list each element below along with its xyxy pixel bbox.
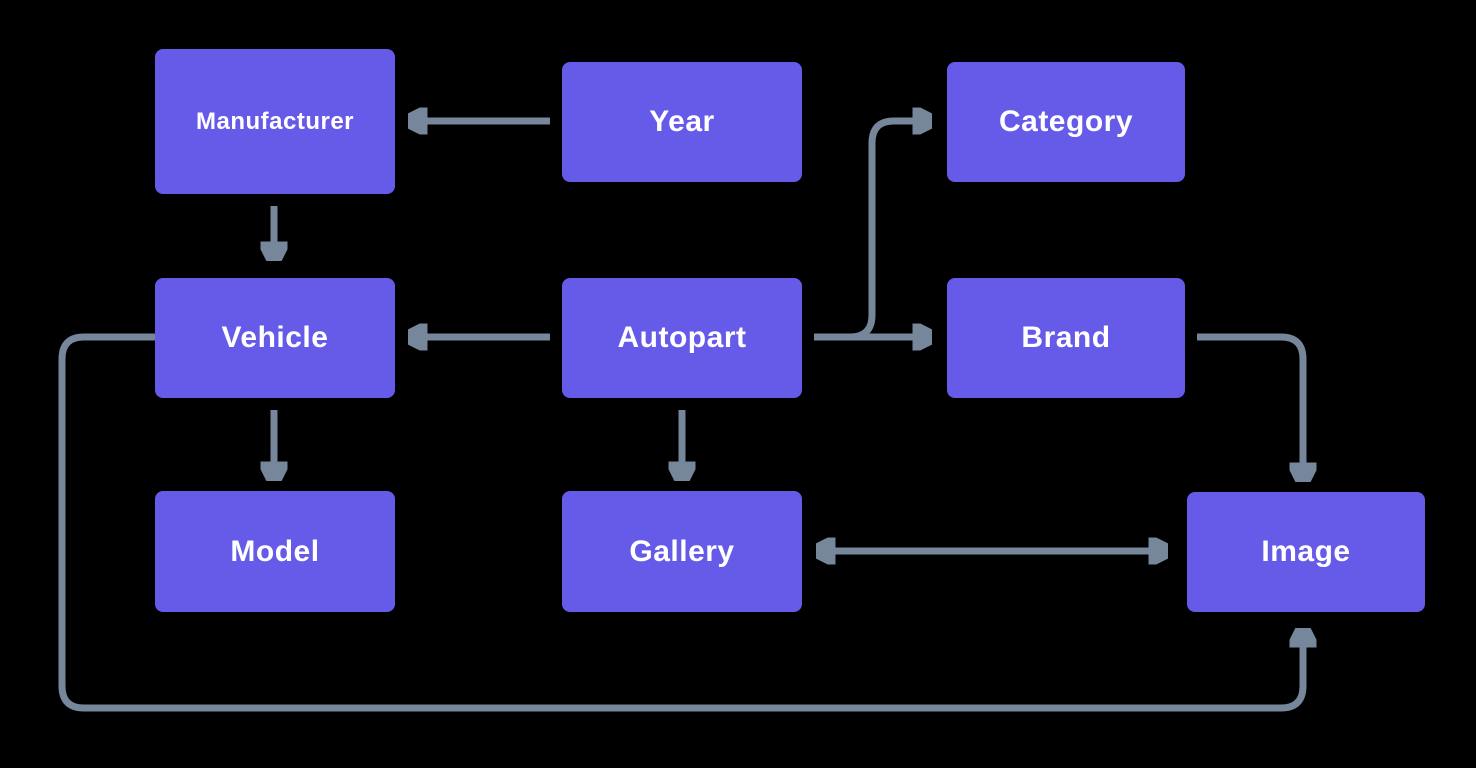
node-autopart-label: Autopart: [617, 321, 747, 354]
edge-autopart-to-category: [840, 121, 928, 341]
node-category: Category: [947, 62, 1185, 182]
node-gallery-label: Gallery: [629, 534, 735, 568]
edge-brand-to-image: [1197, 333, 1303, 478]
node-image: Image: [1187, 492, 1425, 612]
node-model: Model: [155, 491, 395, 612]
node-model-label: Model: [230, 534, 320, 568]
node-vehicle: Vehicle: [155, 278, 395, 398]
node-category-label: Category: [998, 105, 1134, 138]
node-year: Year: [562, 62, 802, 182]
node-brand-label: Brand: [1021, 321, 1111, 354]
node-autopart: Autopart: [562, 278, 802, 398]
node-vehicle-label: Vehicle: [221, 321, 329, 354]
node-year-label: Year: [649, 105, 715, 138]
node-image-label: Image: [1261, 535, 1351, 568]
node-gallery: Gallery: [562, 491, 802, 612]
node-manufacturer-label: Manufacturer: [195, 107, 355, 135]
edge-vehicle-to-image-loop: [58, 333, 1303, 712]
node-brand: Brand: [947, 278, 1185, 398]
node-manufacturer: Manufacturer: [155, 49, 395, 194]
